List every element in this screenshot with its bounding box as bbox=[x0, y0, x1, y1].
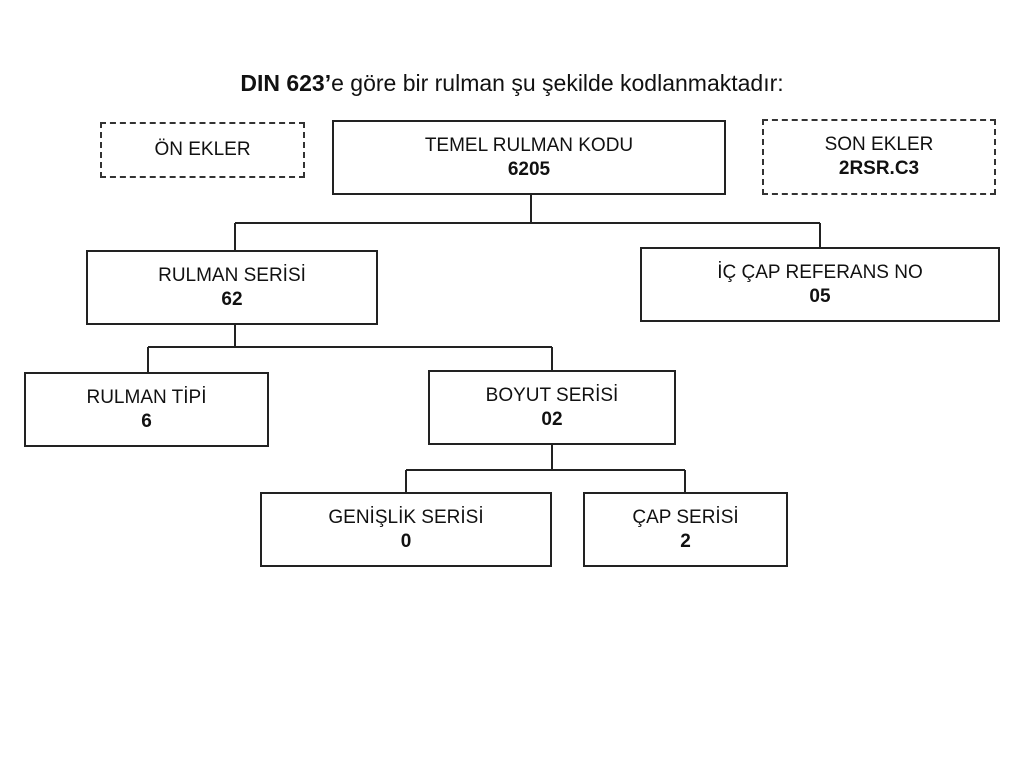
node-bearing-type: RULMAN TİPİ 6 bbox=[24, 372, 269, 447]
node-width-series: GENİŞLİK SERİSİ 0 bbox=[260, 492, 552, 567]
node-width-label: GENİŞLİK SERİSİ bbox=[328, 506, 484, 528]
node-bore-reference: İÇ ÇAP REFERANS NO 05 bbox=[640, 247, 1000, 322]
node-prefix: ÖN EKLER bbox=[100, 122, 305, 178]
node-prefix-label: ÖN EKLER bbox=[154, 139, 251, 160]
node-base-label: TEMEL RULMAN KODU bbox=[424, 134, 634, 156]
node-suffix-label: SON EKLER bbox=[824, 134, 934, 155]
node-dimension-label: BOYUT SERİSİ bbox=[485, 384, 619, 406]
node-type-label: RULMAN TİPİ bbox=[86, 386, 207, 408]
title-standard: DIN 623’ bbox=[240, 70, 332, 96]
node-series-label: RULMAN SERİSİ bbox=[158, 264, 306, 286]
node-diameter-series: ÇAP SERİSİ 2 bbox=[583, 492, 788, 567]
node-width-value: 0 bbox=[400, 530, 412, 552]
node-bearing-series: RULMAN SERİSİ 62 bbox=[86, 250, 378, 325]
node-suffix-value: 2RSR.C3 bbox=[838, 158, 920, 179]
node-diameter-value: 2 bbox=[680, 530, 691, 552]
diagram-title: DIN 623’e göre bir rulman şu şekilde kod… bbox=[0, 70, 1024, 97]
node-base-value: 6205 bbox=[507, 158, 551, 180]
node-suffix: SON EKLER 2RSR.C3 bbox=[762, 119, 996, 195]
node-base-code: TEMEL RULMAN KODU 6205 bbox=[332, 120, 726, 195]
node-bore-value: 05 bbox=[809, 285, 831, 307]
node-dimension-value: 02 bbox=[541, 408, 563, 430]
node-bore-label: İÇ ÇAP REFERANS NO bbox=[717, 261, 923, 283]
node-series-value: 62 bbox=[221, 288, 243, 310]
node-diameter-label: ÇAP SERİSİ bbox=[632, 506, 739, 528]
title-text: e göre bir rulman şu şekilde kodlanmakta… bbox=[331, 70, 784, 96]
node-type-value: 6 bbox=[141, 410, 152, 432]
node-dimension-series: BOYUT SERİSİ 02 bbox=[428, 370, 676, 445]
